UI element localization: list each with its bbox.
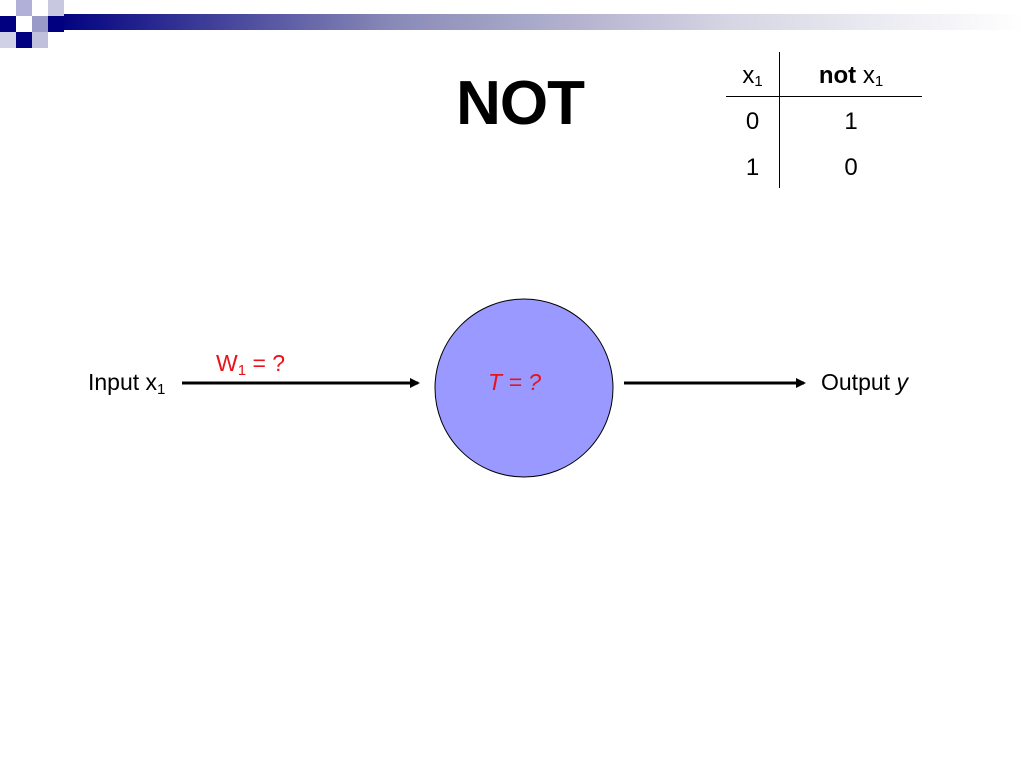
header-gradient-band	[56, 14, 1024, 30]
truth-table: x1 not x1 0 1 1 0	[726, 52, 922, 192]
table-horizontal-divider	[726, 96, 922, 97]
weight-label: W1 = ?	[216, 350, 286, 379]
table-cell-x1-row1: 0	[745, 108, 760, 135]
table-cell-out-row2: 0	[844, 154, 858, 181]
table-vertical-divider	[779, 52, 780, 188]
table-cell-out-row1: 1	[844, 108, 858, 135]
threshold-label: T = ?	[488, 369, 542, 395]
output-label: Output y	[821, 369, 908, 395]
table-cell-x1-row2: 1	[745, 154, 760, 181]
table-header-input: x1	[742, 62, 763, 90]
table-header-output: not x1	[818, 62, 884, 90]
checker-decoration	[0, 0, 80, 52]
slide-title: NOT	[456, 69, 585, 138]
input-label: Input x1	[88, 369, 166, 398]
neuron-circle	[434, 298, 614, 478]
